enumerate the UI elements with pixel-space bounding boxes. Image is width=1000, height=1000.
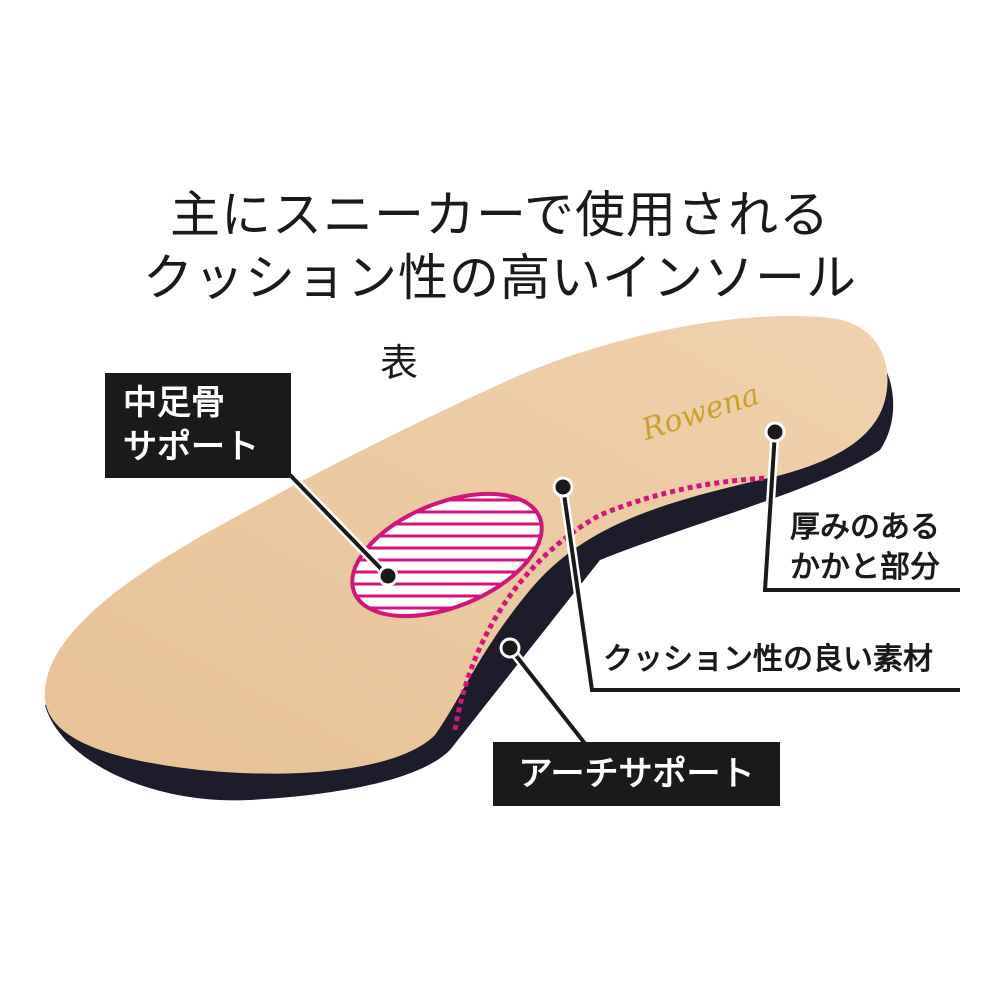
dot-metatarsal — [377, 565, 399, 587]
callout-heel: 厚みのある かかと部分 — [790, 508, 940, 588]
dot-arch — [499, 637, 521, 659]
metatarsal-oval — [350, 491, 544, 619]
headline-line2: クッション性の高いインソール — [143, 249, 857, 307]
side-label: 表 — [380, 341, 419, 385]
callout-metatarsal-line2: サポート — [123, 427, 259, 467]
leader-lines — [288, 431, 960, 752]
dot-material — [552, 476, 574, 498]
callout-metatarsal: 中足骨 サポート — [105, 373, 291, 478]
callout-arch: アーチサポート — [493, 742, 780, 806]
callout-material: クッション性の良い素材 — [603, 642, 933, 677]
arch-support-line — [452, 475, 771, 731]
callout-heel-line2: かかと部分 — [790, 550, 940, 585]
headline-line1: 主にスニーカーで使用される — [170, 186, 830, 244]
callout-metatarsal-line1: 中足骨 — [123, 383, 225, 423]
callout-heel-line1: 厚みのある — [790, 510, 940, 545]
dot-heel — [764, 421, 786, 443]
